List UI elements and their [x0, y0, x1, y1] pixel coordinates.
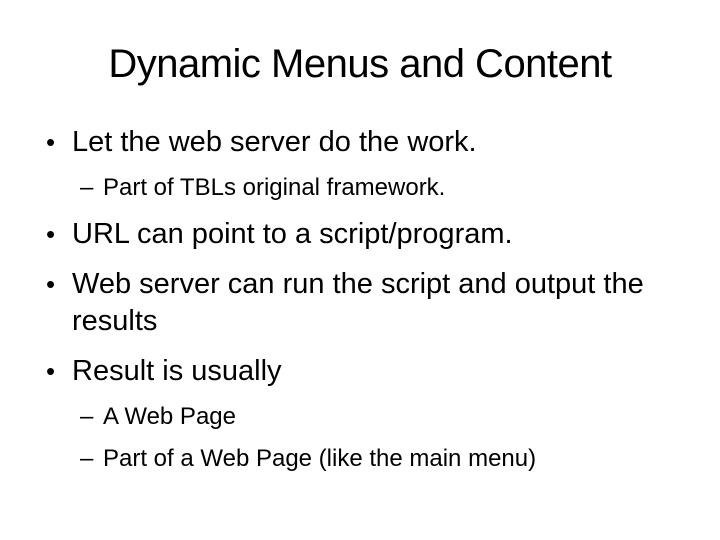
bullet-text: Let the web server do the work. [72, 126, 477, 158]
bullet-text: URL can point to a script/program. [72, 218, 513, 250]
bullet-text: A Web Page [103, 403, 236, 430]
bullet-item-level-1: • Result is usually [43, 353, 657, 390]
bullet-marker-icon: – [80, 403, 94, 430]
bullet-marker-icon: • [46, 127, 56, 157]
slide-title: Dynamic Menus and Content [108, 42, 612, 86]
slide-body: • Let the web server do the work. – Part… [43, 124, 688, 474]
bullet-marker-icon: • [46, 219, 56, 249]
bullet-marker-icon: • [46, 356, 56, 386]
bullet-text: Result is usually [72, 355, 282, 387]
bullet-item-level-1: • URL can point to a script/program. [43, 216, 657, 253]
bullet-item-level-2: – Part of a Web Page (like the main menu… [80, 443, 663, 474]
bullet-marker-icon: – [80, 445, 94, 472]
bullet-text: Part of TBLs original framework. [103, 174, 446, 201]
bullet-item-level-2: – A Web Page [80, 401, 663, 432]
bullet-marker-icon: – [80, 174, 94, 201]
bullet-marker-icon: • [46, 269, 56, 299]
bullet-item-level-1: • Let the web server do the work. [43, 124, 657, 161]
bullet-text: Part of a Web Page (like the main menu) [103, 445, 537, 472]
bullet-item-level-1: • Web server can run the script and outp… [43, 266, 657, 340]
bullet-item-level-2: – Part of TBLs original framework. [80, 172, 663, 203]
bullet-text: Web server can run the script and output… [72, 268, 644, 337]
